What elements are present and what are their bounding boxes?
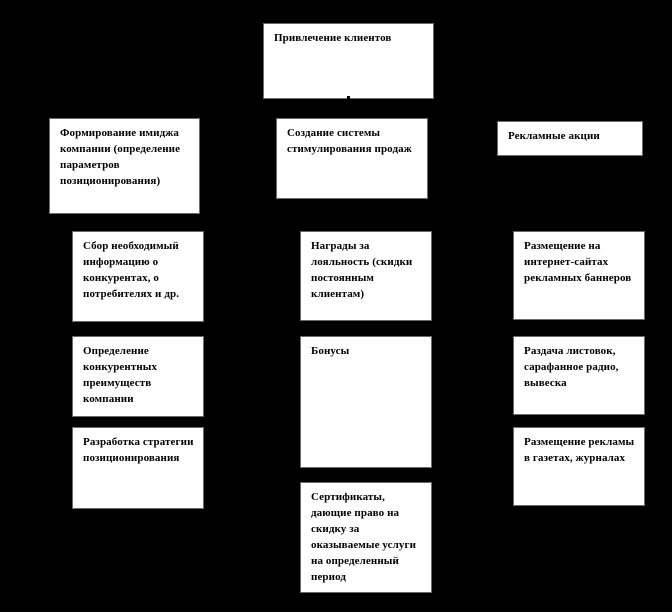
node-sales-bonus-label: Бонусы: [311, 345, 350, 357]
connector-to-branch-ads: [573, 108, 574, 118]
node-ads-leaflets[interactable]: Раздача листовок, сарафанное радио, выве…: [513, 336, 645, 415]
root-bottom-tick: [347, 96, 350, 99]
node-image-strategy[interactable]: Разработка стратегии позиционирования: [72, 427, 204, 509]
node-ads-press[interactable]: Размещение рекламы в газетах, журналах: [513, 427, 645, 506]
node-sales-bonus[interactable]: Бонусы: [300, 336, 432, 468]
node-image-info[interactable]: Сбор необходимый информацию о конкурента…: [72, 231, 204, 322]
node-sales-certificates-label: Сертификаты, дающие право на скидку за о…: [311, 491, 417, 583]
node-ads-press-label: Размещение рекламы в газетах, журналах: [524, 436, 635, 464]
connector-branch-ads-down: [573, 156, 574, 231]
node-branch-image[interactable]: Формирование имиджа компании (определени…: [49, 118, 200, 214]
node-ads-leaflets-label: Раздача листовок, сарафанное радио, выве…: [524, 345, 619, 389]
node-root-label: Привлечение клиентов: [274, 32, 392, 44]
connector-to-branch-sales: [348, 108, 349, 118]
node-image-advantages-label: Определение конкурентных преимуществ ком…: [83, 345, 158, 405]
node-branch-image-label: Формирование имиджа компании (определени…: [60, 127, 181, 187]
node-sales-certificates[interactable]: Сертификаты, дающие право на скидку за о…: [300, 482, 432, 593]
connector-branch-sales-down: [348, 199, 349, 231]
node-image-info-label: Сбор необходимый информацию о конкурента…: [83, 240, 180, 300]
node-sales-loyalty-label: Награды за лояльность (скидки постоянным…: [311, 240, 413, 300]
node-branch-sales-label: Создание системы стимулирования продаж: [287, 127, 412, 155]
node-branch-ads[interactable]: Рекламные акции: [497, 121, 643, 156]
node-branch-sales[interactable]: Создание системы стимулирования продаж: [276, 118, 428, 199]
node-image-advantages[interactable]: Определение конкурентных преимуществ ком…: [72, 336, 204, 417]
node-sales-loyalty[interactable]: Награды за лояльность (скидки постоянным…: [300, 231, 432, 321]
node-root[interactable]: Привлечение клиентов: [263, 23, 434, 99]
node-ads-banners-label: Размещение на интернет-сайтах рекламных …: [524, 240, 632, 284]
node-branch-ads-label: Рекламные акции: [508, 130, 600, 142]
connector-branch-image-down: [124, 214, 125, 231]
node-image-strategy-label: Разработка стратегии позиционирования: [83, 436, 194, 464]
connector-to-branch-image: [124, 108, 125, 118]
node-ads-banners[interactable]: Размещение на интернет-сайтах рекламных …: [513, 231, 645, 320]
